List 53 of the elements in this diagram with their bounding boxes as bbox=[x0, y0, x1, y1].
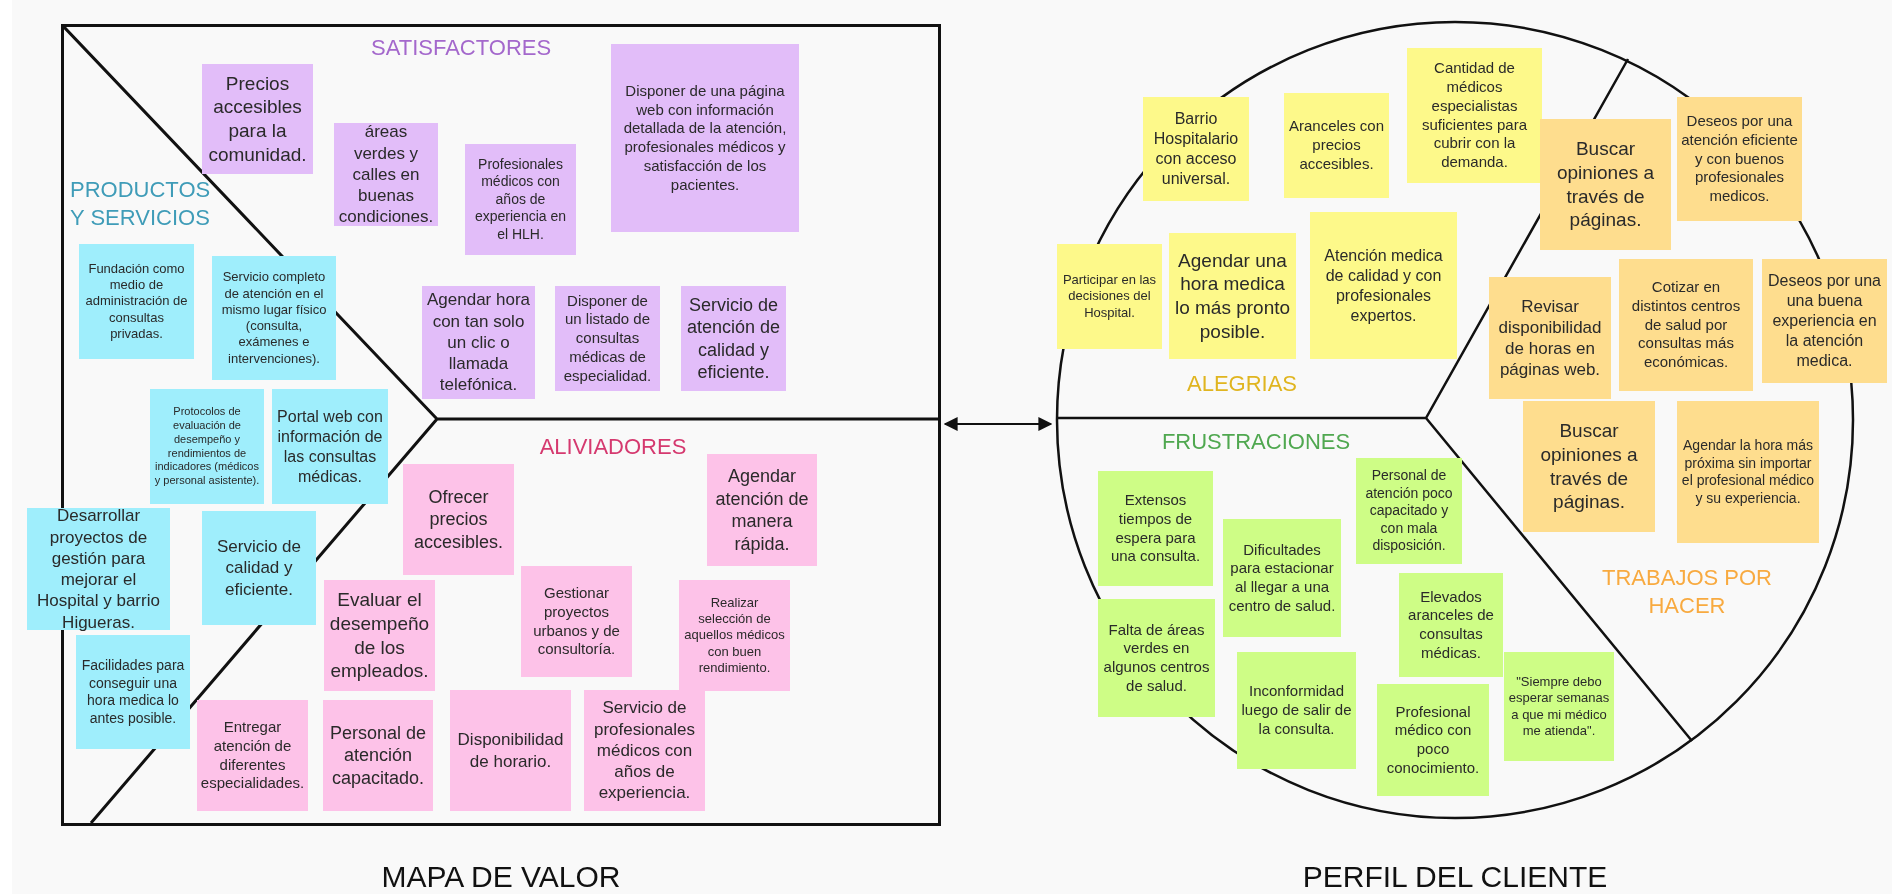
sticky-note: Servicio completo de atención en el mismo lugar físico (consulta, exámenes e intervenciones). bbox=[212, 256, 336, 380]
sticky-note: Servicio de atención de calidad y eficiente. bbox=[681, 286, 786, 391]
sticky-note: Disponibilidad de horario. bbox=[450, 690, 571, 811]
section-heading: PRODUCTOS Y SERVICIOS bbox=[70, 176, 212, 231]
sticky-note: Agendar una hora medica lo más pronto posible. bbox=[1169, 233, 1296, 359]
sticky-note: Revisar disponibilidad de horas en páginas web. bbox=[1489, 277, 1611, 399]
sticky-note: Evaluar el desempeño de los empleados. bbox=[324, 580, 435, 691]
sticky-note: Desarrollar proyectos de gestión para mejorar el Hospital y barrio Higueras. bbox=[27, 508, 170, 630]
sticky-note: Personal de atención poco capacitado y con mala disposición. bbox=[1356, 458, 1462, 564]
sticky-note: "Siempre debo esperar semanas a que mi médico me atienda". bbox=[1504, 652, 1614, 761]
sticky-note: Gestionar proyectos urbanos y de consultoría. bbox=[521, 566, 632, 677]
double-arrow bbox=[943, 417, 1053, 431]
sticky-note: Disponer de una página web con información detallada de la atención, profesionales médicos y satisfacción de los pacientes. bbox=[611, 44, 799, 232]
sticky-note: áreas verdes y calles en buenas condiciones. bbox=[334, 123, 438, 226]
section-heading: SATISFACTORES bbox=[371, 34, 551, 62]
sticky-note: Buscar opiniones a través de páginas. bbox=[1523, 401, 1655, 532]
sticky-note: Realizar selección de aquellos médicos con buen rendimiento. bbox=[679, 580, 790, 691]
sticky-note: Profesional médico con poco conocimiento. bbox=[1377, 684, 1489, 796]
sticky-note: Fundación como medio de administración de consultas privadas. bbox=[79, 244, 194, 359]
section-heading: ALEGRIAS bbox=[1185, 370, 1298, 398]
sticky-note: Ofrecer precios accesibles. bbox=[403, 464, 514, 575]
section-heading: FRUSTRACIONES bbox=[1160, 428, 1352, 456]
sticky-note: Inconformidad luego de salir de la consulta. bbox=[1237, 652, 1356, 769]
sticky-note: Extensos tiempos de espera para una consulta. bbox=[1098, 471, 1213, 586]
sticky-note: Servicio de profesionales médicos con años de experiencia. bbox=[584, 690, 705, 811]
section-heading: ALIVIADORES bbox=[538, 433, 688, 461]
sticky-note: Entregar atención de diferentes especialidades. bbox=[197, 700, 308, 811]
sticky-note: Servicio de calidad y eficiente. bbox=[202, 511, 316, 625]
sticky-note: Cotizar en distintos centros de salud por consultas más económicas. bbox=[1619, 259, 1753, 391]
sticky-note: Elevados aranceles de consultas médicas. bbox=[1399, 573, 1503, 677]
sticky-note: Portal web con información de las consultas médicas. bbox=[272, 389, 388, 504]
sticky-note: Dificultades para estacionar al llegar a una centro de salud. bbox=[1223, 519, 1341, 637]
sticky-note: Buscar opiniones a través de páginas. bbox=[1540, 119, 1671, 250]
sticky-note: Agendar la hora más próxima sin importar el profesional médico y su experiencia. bbox=[1677, 401, 1819, 543]
sticky-note: Disponer de un listado de consultas médicas de especialidad. bbox=[555, 286, 660, 391]
section-heading: TRABAJOS POR HACER bbox=[1601, 564, 1773, 619]
sticky-note: Protocolos de evaluación de desempeño y rendimientos de indicadores (médicos y personal asistente). bbox=[150, 389, 264, 504]
sticky-note: Deseos por una una buena experiencia en la atención medica. bbox=[1762, 259, 1887, 383]
sticky-note: Cantidad de médicos especialistas suficientes para cubrir con la demanda. bbox=[1407, 48, 1542, 183]
sticky-note: Facilidades para conseguir una hora medica lo antes posible. bbox=[76, 635, 190, 749]
sticky-note: Falta de áreas verdes en algunos centros de salud. bbox=[1098, 599, 1215, 717]
sticky-note: Aranceles con precios accesibles. bbox=[1284, 93, 1389, 198]
canvas-title: MAPA DE VALOR bbox=[380, 862, 622, 892]
sticky-note: Precios accesibles para la comunidad. bbox=[202, 64, 313, 174]
sticky-note: Barrio Hospitalario con acceso universal. bbox=[1143, 97, 1249, 201]
sticky-note: Participar en las decisiones del Hospital. bbox=[1057, 244, 1162, 349]
sticky-note: Agendar atención de manera rápida. bbox=[707, 454, 817, 566]
sticky-note: Personal de atención capacitado. bbox=[323, 700, 433, 811]
sticky-note: Profesionales médicos con años de experiencia en el HLH. bbox=[465, 144, 576, 255]
sticky-note: Deseos por una atención eficiente y con buenos profesionales medicos. bbox=[1677, 97, 1802, 221]
sticky-note: Atención medica de calidad y con profesionales expertos. bbox=[1310, 212, 1457, 359]
canvas-title: PERFIL DEL CLIENTE bbox=[1301, 862, 1609, 892]
sticky-note: Agendar hora con tan solo un clic o llamada telefónica. bbox=[422, 286, 535, 399]
